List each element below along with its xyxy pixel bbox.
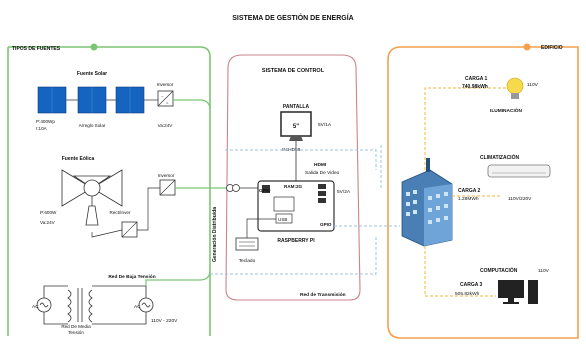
solar-source-label: Fuente Solar	[77, 71, 107, 77]
load1-name: CARGA 1	[465, 76, 488, 82]
solar-voltage: Va:24V	[158, 123, 174, 128]
load1-voltage: 110V	[527, 82, 539, 88]
wind-rect-link	[91, 187, 160, 238]
keyboard-label: Teclado	[239, 258, 256, 264]
computing-label: COMPUTACIÓN	[480, 266, 518, 274]
keyboard-icon	[235, 237, 259, 251]
load1-label: ILUMINACIÓN	[490, 106, 523, 114]
transmission-line	[210, 236, 377, 275]
load2-power: 1.28MWh	[458, 196, 479, 202]
wind-rect-label: Rect/Inver	[110, 210, 131, 215]
solar-inverter-label: Inversor	[157, 82, 174, 87]
sources-region-dot	[90, 43, 98, 51]
grid-voltage-label: 110V - 220V	[151, 318, 178, 324]
building-icon	[401, 158, 453, 247]
light-bulb-icon	[506, 77, 524, 99]
raspberry-pi-board	[257, 180, 335, 232]
medium-voltage-label-2: Tensión	[68, 330, 84, 335]
rpi-ram-label: RAM:2G	[284, 184, 303, 189]
keyboard-cable	[246, 218, 276, 238]
building-region-dot	[523, 43, 531, 51]
wind-spec-voltage: Va:24V	[40, 220, 56, 225]
screen-icon	[280, 111, 312, 141]
medium-voltage-label-1: Red De Media	[61, 324, 91, 329]
load1-power: 740.98kWh	[462, 84, 488, 90]
building-title: EDIFICIO	[541, 45, 563, 51]
low-voltage-grid-label: Red De Baja Tensión	[108, 274, 155, 280]
solar-array-label: Arreglo Solar	[79, 123, 106, 128]
wind-inverter-label: Inversor	[158, 173, 175, 178]
rpi-power-label: 5V/2A	[337, 189, 351, 195]
solar-panel-array	[37, 86, 145, 114]
hdmi-output-label: Salida De Video	[305, 170, 340, 176]
wind-source-label: Fuente Eólica	[62, 156, 95, 162]
solar-spec-power: P:400Wp	[36, 119, 55, 124]
computing-voltage: 110V	[538, 268, 550, 274]
control-region-border	[225, 54, 361, 301]
hvac-label: CLIMATIZACIÓN	[480, 153, 519, 161]
computer-icon	[498, 280, 538, 304]
control-title: SISTEMA DE CONTROL	[262, 68, 325, 74]
solar-spec-current: I:10A	[36, 126, 48, 131]
distributed-generation-label: Generación Distribuida	[212, 207, 218, 262]
svg-text:~: ~	[161, 94, 164, 99]
building-region-border	[387, 46, 579, 339]
monitor-link-top	[225, 149, 377, 170]
transmission-label: Red de Transmisión	[300, 292, 346, 298]
sources-region-border	[7, 46, 211, 336]
wind-rectifier-icon	[121, 221, 138, 238]
screen-size: 5"	[293, 124, 299, 130]
air-conditioner-icon	[487, 164, 551, 178]
bus-to-computing	[424, 246, 496, 297]
load3-name: CARGA 3	[460, 282, 483, 288]
rpi-gpio-left-label: GPIO	[259, 188, 271, 193]
wind-turbine-icon	[61, 169, 123, 226]
load2-voltage: 110V/220V	[508, 196, 532, 202]
sources-title: TIPOS DE FUENTES	[12, 46, 61, 52]
bus-to-lighting	[424, 87, 507, 170]
current-sensor-icon	[226, 184, 240, 192]
diagram-title: SISTEMA DE GESTIÓN DE ENERGÍA	[232, 13, 353, 22]
wind-inverter-icon	[159, 179, 176, 196]
grid-feed-line	[145, 269, 211, 286]
hdmi-label: HDMI	[314, 162, 327, 168]
rpi-label: RASPBERRY PI	[277, 238, 315, 244]
ac-label-1: AC	[32, 304, 39, 310]
screen-power: 5V/1A	[318, 122, 332, 128]
solar-feed-line	[173, 99, 211, 111]
load2-name: CARGA 2	[458, 188, 481, 194]
svg-text:=: =	[166, 100, 169, 105]
rpi-gpio-right-label: GPIO	[320, 222, 332, 227]
medium-voltage-source-icon	[36, 285, 68, 325]
ac-label-2: AC	[134, 304, 141, 310]
rpi-usb-label: USB	[278, 217, 287, 222]
solar-inverter-icon: ~ =	[157, 90, 174, 107]
screen-label: PANTALLA	[283, 104, 310, 110]
low-voltage-source-icon	[138, 297, 154, 313]
wind-spec-power: P:600W	[40, 210, 57, 215]
load3-power: 505.82kWh	[455, 291, 480, 297]
